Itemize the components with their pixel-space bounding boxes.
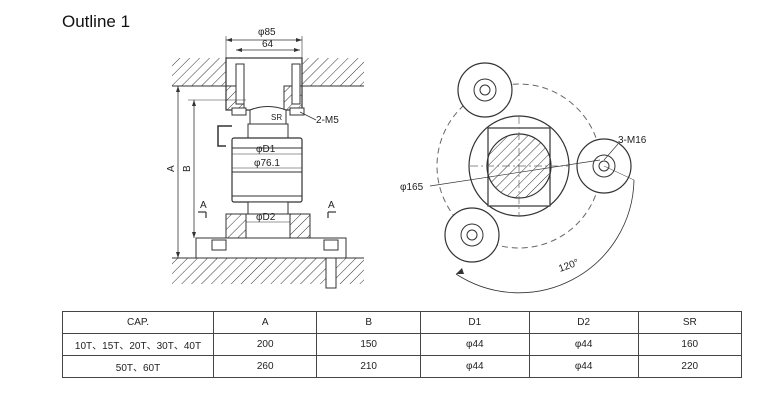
cell-sr: 220: [637, 355, 743, 378]
label-64: 64: [262, 39, 274, 50]
label-dim-a: A: [166, 165, 177, 172]
table-row: 50T、60T 260 210 φ44 φ44 220: [62, 355, 743, 378]
col-header-d2: D2: [528, 311, 639, 334]
label-phi165: φ165: [400, 182, 424, 193]
page-title: Outline 1: [62, 12, 131, 31]
label-angle-120: 120°: [557, 257, 580, 274]
cell-cap: 10T、15T、20T、30T、40T: [62, 333, 214, 356]
label-d76: φ76.1: [254, 158, 280, 169]
spec-table: CAP. A B D1 D2 SR 10T、15T、20T、30T、40T 20…: [62, 311, 743, 378]
bottom-base-hatch-r: [289, 213, 311, 239]
col-header-a: A: [212, 311, 318, 334]
top-view: φ165 3-M16 120°: [400, 62, 647, 294]
cell-d2: φ44: [528, 355, 639, 378]
angle-arc: [455, 179, 635, 294]
col-header-cap: CAP.: [62, 311, 214, 334]
upper-neck: [247, 123, 289, 139]
label-d2: φD2: [256, 212, 276, 223]
table-header-row: CAP. A B D1 D2 SR: [62, 311, 743, 334]
cell-b: 150: [316, 333, 421, 356]
col-header-b: B: [316, 311, 421, 334]
side-view: φ85 64 SR 2-M5 φD1 φ76.1 φD2 A B A: [166, 27, 364, 289]
label-section-a-left: A: [200, 200, 207, 211]
cell-d1: φ44: [419, 355, 530, 378]
label-phi85: φ85: [258, 27, 276, 38]
col-header-d1: D1: [419, 311, 530, 334]
bolt-right: [291, 63, 301, 105]
col-header-sr: SR: [637, 311, 743, 334]
table-row: 10T、15T、20T、30T、40T 200 150 φ44 φ44 160: [62, 333, 743, 356]
cell-d1: φ44: [419, 333, 530, 356]
bottom-base-hatch-l: [225, 213, 247, 239]
top-plate-hatch-right: [302, 58, 364, 86]
cable: [217, 125, 232, 147]
cell-cap: 50T、60T: [62, 355, 214, 378]
outline-drawing: φ85 64 SR 2-M5 φD1 φ76.1 φD2 A B A: [166, 27, 647, 294]
label-2-m5: 2-M5: [316, 115, 339, 126]
cell-a: 260: [212, 355, 318, 378]
label-dim-b: B: [182, 165, 193, 172]
label-3-m16: 3-M16: [618, 135, 647, 146]
label-section-a-right: A: [328, 200, 335, 211]
bolt-left: [235, 63, 245, 105]
cell-sr: 160: [637, 333, 743, 356]
cell-a: 200: [212, 333, 318, 356]
sr-cap: [249, 106, 287, 125]
label-sr: SR: [271, 113, 282, 122]
label-d1: φD1: [256, 144, 276, 155]
cell-d2: φ44: [528, 333, 639, 356]
cell-b: 210: [316, 355, 421, 378]
top-plate-hatch: [172, 58, 236, 86]
